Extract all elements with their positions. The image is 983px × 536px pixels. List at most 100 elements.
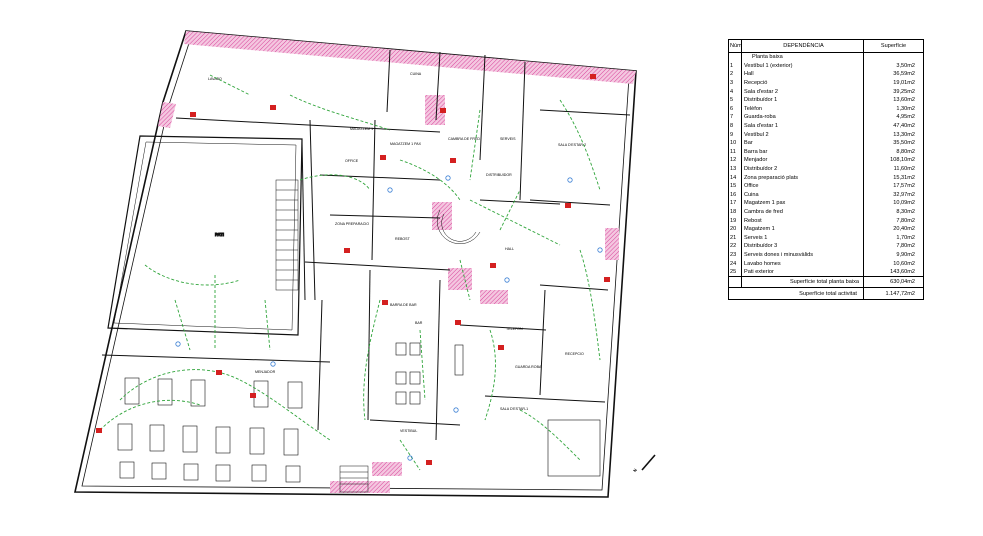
building-outline (74, 30, 637, 498)
cell-num: 13 (729, 164, 742, 174)
recepcio-label: RECEPCIO (565, 352, 584, 356)
cell-num: 9 (729, 130, 742, 139)
cell-name: Barra bar (742, 147, 864, 157)
header-superficie: Superfície (880, 43, 907, 49)
cell-name: Lavabo homes (742, 259, 864, 268)
north-arrow-icon: N (632, 454, 656, 473)
cell-num: 20 (729, 224, 742, 234)
cell-name: Cuina (742, 190, 864, 200)
barra-bar-label: BARRA DE BAR (390, 303, 417, 307)
subtotal-value: 630,04m2 (890, 279, 915, 286)
cell-area: 10,09m2 (893, 200, 915, 207)
office-label: OFFICE (345, 159, 359, 163)
magatzem-pax-label: MAGATZEM 1 PAX (390, 142, 422, 146)
cell-name: Telèfon (742, 104, 864, 114)
dining-tables (117, 342, 601, 483)
hall-label: HALL (505, 247, 514, 251)
cell-num: 8 (729, 121, 742, 131)
cell-num: 21 (729, 233, 742, 243)
cell-name: Sala d'estar 1 (742, 121, 864, 131)
cell-area: 36,59m2 (893, 71, 915, 78)
cell-name: Recepció (742, 78, 864, 88)
vestibul-label: VESTIBUL (400, 429, 417, 433)
pati-courtyard: PATI (107, 135, 303, 336)
cell-name: Distribuïdor 3 (742, 242, 864, 251)
cell-area: 32,97m2 (893, 191, 915, 198)
cell-name: Distribuïdor 1 (742, 95, 864, 105)
cell-area: 47,40m2 (893, 123, 915, 130)
cell-num: 7 (729, 113, 742, 122)
distribuidor-label: DISTRIBUIDOR (486, 173, 512, 177)
subtotal-label: Superfície total planta baixa (742, 277, 864, 288)
cell-num: 10 (729, 138, 742, 148)
cell-name: Menjador (742, 156, 864, 165)
floor-plan: PATI (74, 30, 656, 498)
cell-area: 1,70m2 (896, 234, 915, 241)
guarda-roba-label: GUARDA ROBA (515, 365, 542, 369)
header-dependencia: DEPENDÈNCIA (742, 40, 864, 52)
cell-name: Vestíbul 2 (742, 130, 864, 139)
cell-area: 1,30m2 (896, 105, 915, 112)
cell-name: Distribuïdor 2 (742, 164, 864, 174)
cell-name: Guarda-roba (742, 113, 864, 122)
exit-signs (96, 74, 610, 465)
cell-area: 7,80m2 (896, 217, 915, 224)
cell-name: Cambra de fred (742, 207, 864, 217)
cell-num: 2 (729, 70, 742, 79)
interior-walls (101, 49, 631, 441)
sala-estar-1-label: SALA D'ESTAR-1 (500, 407, 528, 411)
cell-num: 22 (729, 242, 742, 251)
cell-num: 11 (729, 147, 742, 157)
room-schedule-table: Núm DEPENDÈNCIA Superfície Planta baixa … (728, 39, 924, 301)
cell-num: 18 (729, 207, 742, 217)
cell-area: 9,90m2 (896, 251, 915, 258)
cell-name: Pati exterior (742, 267, 864, 277)
cell-num: 14 (729, 173, 742, 182)
cell-area: 19,01m2 (893, 80, 915, 87)
telefon-label: TELEFON (506, 327, 523, 331)
cell-name: Serveis 1 (742, 233, 864, 243)
cell-num: 25 (729, 267, 742, 277)
cell-area: 8,80m2 (896, 148, 915, 155)
cell-name: Office (742, 181, 864, 191)
cell-num: 1 (729, 61, 742, 71)
total-value: 1.147,72m2 (885, 290, 915, 297)
cell-num: 24 (729, 259, 742, 268)
cell-name: Zona preparació plats (742, 173, 864, 182)
cell-area: 39,25m2 (893, 88, 915, 95)
cell-name: Bar (742, 138, 864, 148)
cell-num: 16 (729, 190, 742, 200)
cell-area: 15,31m2 (893, 174, 915, 181)
cell-num: 5 (729, 95, 742, 105)
cuina-label: CUINA (410, 72, 422, 76)
menjador-label: MENJADOR (255, 370, 276, 374)
total-row: Superfície total activitat 1.147,72m2 (729, 287, 923, 300)
section-title: Planta baixa (742, 53, 864, 62)
cell-name: Vestíbul 1 (exterior) (742, 61, 864, 71)
cell-area: 13,60m2 (893, 97, 915, 104)
cell-area: 7,80m2 (896, 243, 915, 250)
cell-num: 15 (729, 181, 742, 191)
cell-area: 143,60m2 (890, 269, 915, 276)
subtotal-row: Superfície total planta baixa 630,04m2 (729, 276, 923, 288)
cell-num: 6 (729, 104, 742, 114)
